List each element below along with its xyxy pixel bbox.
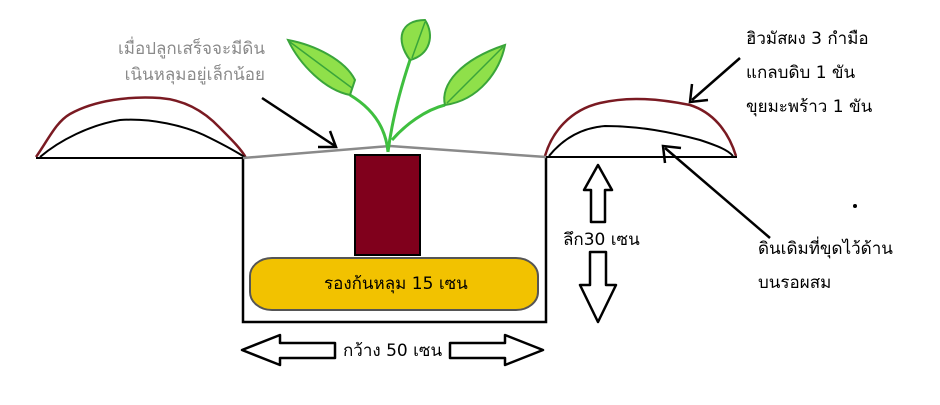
planting-hole-outline [241, 157, 548, 324]
mix-note-line-2: แกลบดิบ 1 ขัน [746, 63, 856, 83]
base-pad-shape [249, 257, 539, 311]
width-arrow-left [240, 333, 337, 367]
left-soil-mound-inner [39, 118, 247, 159]
planting-note-line-2: เนินหลุมอยู่เล็กน้อย [124, 65, 265, 85]
mix-note-line-3: ขุยมะพร้าว 1 ขัน [746, 97, 873, 117]
soil-note-line-1: ดินเดิมที่ขุดไว้ด้าน [758, 239, 893, 259]
width-arrow-right [448, 333, 545, 367]
right-soil-mound-inner [548, 124, 734, 157]
right-soil-mound-outer [543, 97, 738, 157]
depth-arrow-down [578, 250, 618, 324]
soil-note-line-2: บนรอผสม [758, 273, 832, 293]
width-label: กว้าง 50 เซน [343, 341, 443, 361]
soil-note-arrowhead [661, 144, 682, 164]
mix-note-arrowhead [688, 83, 709, 104]
depth-label: ลึก30 เซน [563, 230, 640, 250]
planting-note-arrowhead [318, 130, 338, 149]
base-pad-label: รองก้นหลุม 15 เซน [324, 274, 468, 294]
seedling-plant [286, 18, 507, 153]
soil-note-label: ดินเดิมที่ขุดไว้ด้าน บนรอผสม [758, 236, 893, 296]
stray-dot [853, 204, 857, 208]
mix-note-line-1: ฮิวมัสผง 3 กำมือ [746, 29, 869, 49]
depth-arrow-up [582, 163, 614, 224]
soil-note-arrow-line [664, 147, 771, 239]
planting-note-arrow-line [261, 96, 336, 148]
root-ball-pot [354, 154, 421, 256]
left-soil-mound-outer [34, 96, 248, 159]
planting-note-line-1: เมื่อปลูกเสร็จจะมีดิน [118, 39, 265, 59]
mix-note-label: ฮิวมัสผง 3 กำมือ แกลบดิบ 1 ขัน ขุยมะพร้า… [746, 26, 872, 120]
mix-note-arrow-line [691, 57, 741, 101]
planting-note-label: เมื่อปลูกเสร็จจะมีดิน เนินหลุมอยู่เล็กน้… [118, 36, 265, 88]
